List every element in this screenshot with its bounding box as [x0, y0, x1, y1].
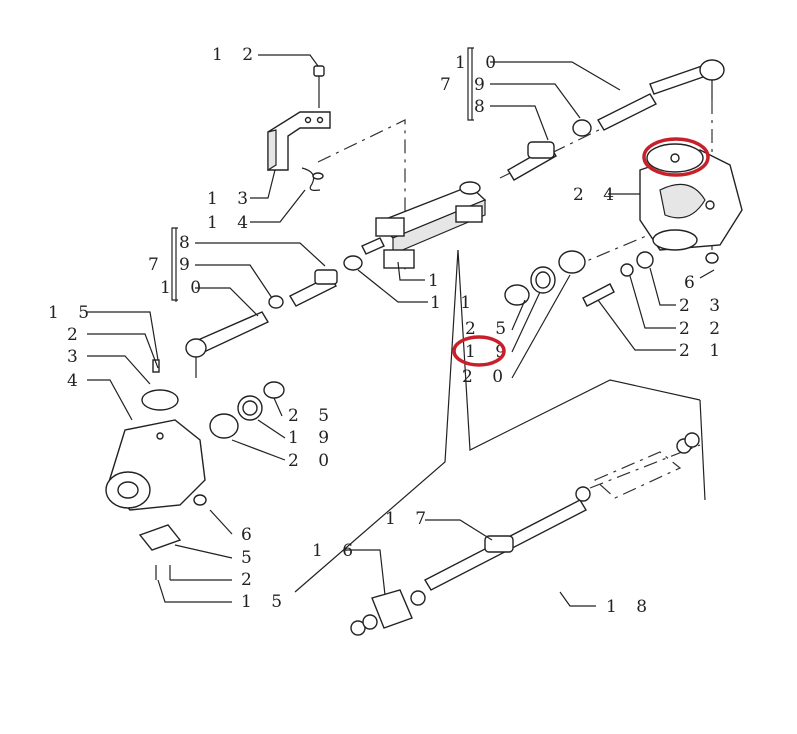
- seal-set-right: [504, 250, 654, 307]
- label-9a: 9: [474, 75, 492, 95]
- label-20b: 2 0: [288, 451, 336, 471]
- steering-knuckle-left: [105, 359, 207, 580]
- highlight-circle-knuckle-top: [642, 137, 710, 177]
- cylinder-rod-assembly: [350, 432, 700, 636]
- label-15a: 1 5: [48, 303, 96, 323]
- seal-set-left: [209, 381, 285, 439]
- label-16: 1 6: [312, 541, 360, 561]
- tie-rod-left: [185, 255, 363, 378]
- label-group-brackets: [171, 47, 474, 301]
- label-12: 1 2: [212, 45, 260, 65]
- label-8b: 8: [179, 233, 197, 253]
- label-7a: 7: [440, 75, 458, 95]
- steering-knuckle-right: [639, 143, 743, 264]
- label-3: 3: [67, 347, 85, 367]
- bolt-12: [313, 65, 325, 108]
- subassembly-bracket-lines: [294, 249, 706, 593]
- label-10a: 1 0: [455, 53, 503, 73]
- label-20a: 2 0: [462, 367, 510, 387]
- label-24: 2 4: [573, 185, 621, 205]
- label-19a: 1 9: [465, 342, 513, 362]
- label-leader-lines: [87, 48, 715, 607]
- label-1: 1: [428, 271, 446, 291]
- label-23: 2 3: [679, 296, 727, 316]
- highlight-circle-label-19: [452, 335, 506, 367]
- label-17: 1 7: [385, 509, 433, 529]
- label-5: 5: [241, 548, 259, 568]
- label-2a: 2: [67, 325, 85, 345]
- part-number-labels: 1 2 1 3 1 4 1 0 7 9 8 2 4 8 7 9 1 0 1 1 …: [48, 45, 727, 617]
- clip-14: [301, 167, 324, 191]
- label-14: 1 4: [207, 213, 255, 233]
- label-25b: 2 5: [288, 406, 336, 426]
- label-4: 4: [67, 371, 85, 391]
- label-21: 2 1: [679, 341, 727, 361]
- cylinder-body-1: [361, 181, 487, 269]
- label-25a: 2 5: [465, 319, 513, 339]
- label-13: 1 3: [207, 189, 255, 209]
- label-15b: 1 5: [241, 592, 289, 612]
- bracket-13: [267, 111, 331, 172]
- label-19b: 1 9: [288, 428, 336, 448]
- tie-rod-right: [507, 59, 725, 181]
- label-6a: 6: [684, 273, 702, 293]
- label-9b: 9: [179, 255, 197, 275]
- label-2b: 2: [241, 570, 259, 590]
- label-10b: 1 0: [160, 278, 208, 298]
- label-18: 1 8: [606, 597, 654, 617]
- label-7b: 7: [148, 255, 166, 275]
- label-22: 2 2: [679, 319, 727, 339]
- highlight-marks: [452, 137, 710, 367]
- label-6b: 6: [241, 525, 259, 545]
- label-8a: 8: [474, 97, 492, 117]
- label-11: 1 1: [430, 293, 478, 313]
